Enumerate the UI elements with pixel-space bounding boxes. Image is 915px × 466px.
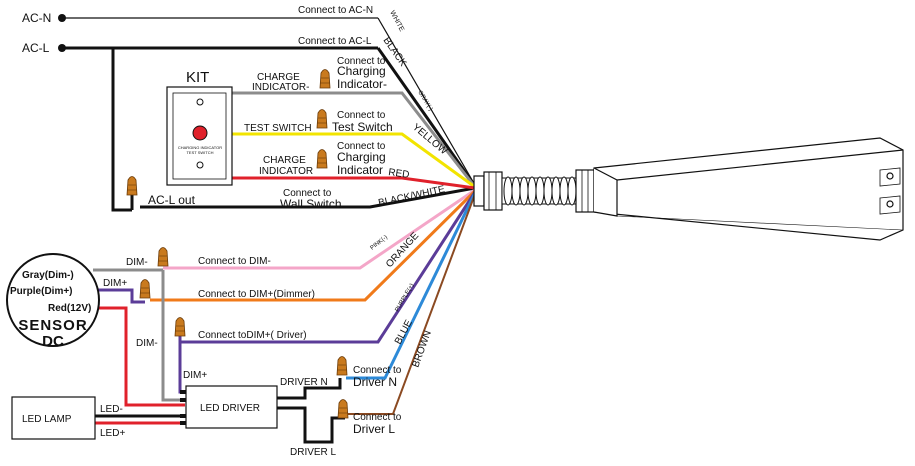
sensor-purple-wire xyxy=(98,288,145,304)
driver-terminal-2 xyxy=(180,398,186,402)
gray-wire-label: GRAY(-) xyxy=(416,90,433,112)
sensor-red-wire xyxy=(96,306,185,407)
white-lead xyxy=(377,17,476,186)
purple-wire xyxy=(180,191,477,344)
pink-wire xyxy=(163,188,476,270)
ac-l-label: AC-L xyxy=(22,41,50,55)
ac-n-terminal xyxy=(58,14,66,22)
connect-ac-l-label: Connect to AC-L xyxy=(298,36,372,47)
wire-nut-icon xyxy=(337,399,349,419)
black-white-wire xyxy=(140,186,476,209)
brown-wire-label: BROWN xyxy=(410,329,433,369)
wire-nut-icon xyxy=(174,317,186,337)
wire-nut-icon xyxy=(157,247,169,267)
emergency-driver-box xyxy=(575,137,904,241)
connect-ac-n-label: Connect to AC-N xyxy=(298,5,373,16)
wire-nuts xyxy=(126,69,349,419)
yellow-wire xyxy=(232,132,476,189)
connect-driver-l-1: Connect to xyxy=(353,412,402,423)
dim-minus-top-label: DIM- xyxy=(126,257,148,268)
wire-nut-icon xyxy=(316,109,328,129)
blue-wire-label: BLUE xyxy=(393,318,415,347)
red-wire-label: RED xyxy=(388,167,410,181)
kit-panel-text-2: TEST SWITCH xyxy=(186,150,213,155)
red-wire xyxy=(232,176,476,190)
wire-nut-icon xyxy=(319,69,331,89)
led-driver-box xyxy=(185,385,278,429)
kit-indicator-button[interactable] xyxy=(192,125,208,141)
ac-l-out-label: AC-L out xyxy=(148,193,196,207)
connect-dim-plus-dimmer-label: Connect to DIM+(Dimmer) xyxy=(198,289,315,300)
kit-panel-inner xyxy=(172,92,227,180)
black-lead xyxy=(376,47,477,187)
sensor-subtitle: DC xyxy=(42,333,64,350)
purple-wire-label: PURPLE(+) xyxy=(395,283,416,313)
connect-test-switch-2: Test Switch xyxy=(332,120,393,134)
white-wire-label: WHITE xyxy=(388,10,405,33)
driver-l-label: DRIVER L xyxy=(290,447,337,458)
connect-wall-switch-1: Connect to xyxy=(283,188,332,199)
ac-l-terminal xyxy=(58,44,66,52)
sensor-red-label: Red(12V) xyxy=(48,303,91,314)
led-driver-label: LED DRIVER xyxy=(200,403,260,414)
kit-panel-text-1: CHARGING INDICATOR xyxy=(178,145,222,150)
kit-title: KIT xyxy=(186,69,209,86)
connect-driver-n-1: Connect to xyxy=(353,365,402,376)
sensor-gray-label: Gray(Dim-) xyxy=(22,270,74,281)
connect-charging-minus-1: Connect to xyxy=(337,56,386,67)
gray-lead xyxy=(325,91,477,188)
led-minus-label: LED- xyxy=(100,404,123,415)
wire-nut-icon xyxy=(126,176,138,196)
connect-driver-l-2: Driver L xyxy=(353,422,395,436)
driver-terminal-4 xyxy=(180,421,186,425)
led-plus-label: LED+ xyxy=(100,428,125,439)
connect-dim-minus-label: Connect to DIM- xyxy=(198,256,271,267)
brown-wire xyxy=(348,193,476,415)
driver-n-label: DRIVER N xyxy=(280,377,328,388)
kit-screw-bottom xyxy=(196,161,204,169)
charge-label-1: CHARGE xyxy=(263,155,306,166)
wire-nut-icon xyxy=(139,279,151,299)
sensor-dc xyxy=(6,253,100,347)
led-lamp-box xyxy=(11,396,96,440)
driver-terminal-3 xyxy=(180,414,186,418)
connect-test-switch-1: Connect to xyxy=(337,110,386,121)
black-white-wire-label: BLACK/WHITE xyxy=(377,184,446,209)
dim-plus-driver-wire xyxy=(178,335,185,394)
charge-minus-label-1: CHARGE xyxy=(257,72,300,83)
sensor-title: SENSOR xyxy=(18,317,87,334)
connect-charging-3: Indicator xyxy=(337,163,383,177)
conduit-connector xyxy=(473,171,503,211)
wire-nut-icon xyxy=(336,356,348,376)
charge-label-2: INDICATOR xyxy=(259,166,313,177)
ac-n-label: AC-N xyxy=(22,11,51,25)
led-lamp-label: LED LAMP xyxy=(22,414,72,425)
sensor-purple-label: Purple(Dim+) xyxy=(10,286,73,297)
connect-charging-minus-2: Charging xyxy=(337,64,386,78)
dim-plus-bottom-label: DIM+ xyxy=(183,370,207,381)
driver-n-wire xyxy=(277,378,342,400)
wire-nut-icon xyxy=(316,149,328,169)
connect-driver-n-2: Driver N xyxy=(353,375,397,389)
dim-plus-top-label: DIM+ xyxy=(103,278,127,289)
dim-minus-side-label: DIM- xyxy=(136,338,158,349)
dim-minus-driver-wire xyxy=(161,270,185,402)
connect-charging-1: Connect to xyxy=(337,141,386,152)
driver-terminal-1 xyxy=(180,390,186,394)
connect-dim-plus-driver-label: Connect toDIM+( Driver) xyxy=(198,330,307,341)
blue-wire xyxy=(346,192,477,380)
connect-wall-switch-2: Wall Switch xyxy=(280,197,342,211)
flex-conduit xyxy=(501,176,579,206)
test-switch-label: TEST SWITCH xyxy=(244,123,312,134)
kit-screw-top xyxy=(196,98,204,106)
connect-charging-minus-3: Indicator- xyxy=(337,77,387,91)
ac-l-branch-wire xyxy=(111,48,132,212)
driver-l-wire xyxy=(277,406,345,444)
connect-charging-2: Charging xyxy=(337,150,386,164)
orange-wire xyxy=(150,189,477,302)
charge-minus-label-2: INDICATOR- xyxy=(252,82,309,93)
